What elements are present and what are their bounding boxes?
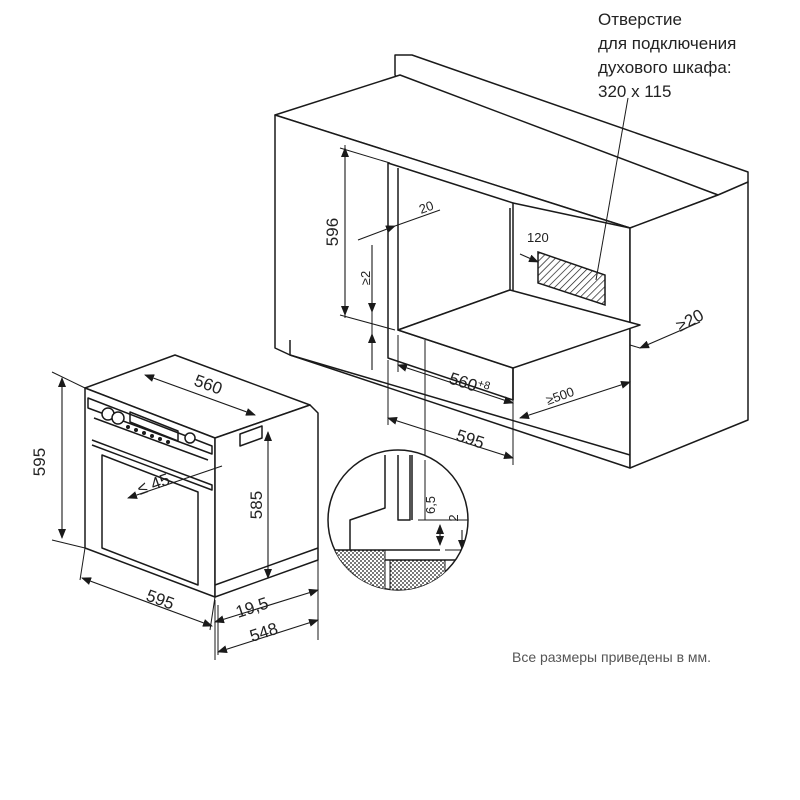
dim-door-thickness: 19,5: [233, 594, 270, 622]
right-knob-icon: [111, 411, 125, 425]
hole-note-line-3: духового шкафа:: [598, 58, 732, 77]
dim-oven-height: 595: [30, 448, 49, 476]
dim-cabinet-width: 595: [454, 426, 487, 453]
display-icon: [129, 411, 179, 442]
connection-hole: [537, 250, 606, 307]
oven-dimensions: [51, 371, 319, 660]
dim-oven-depth: 548: [247, 619, 280, 646]
connection-hole-note: Отверстие для подключения духового шкафа…: [598, 8, 788, 104]
hole-note-line-1: Отверстие: [598, 10, 682, 29]
dim-detail-a: 6,5: [423, 496, 438, 514]
hole-note-line-4: 320 х 115: [598, 82, 672, 101]
units-note: Все размеры приведены в мм.: [512, 649, 712, 665]
cabinet-dimensions: [339, 145, 701, 465]
dim-hole-offset: 120: [527, 230, 549, 245]
dim-gap-top: ≥2: [358, 271, 373, 285]
button-icon: [184, 432, 196, 444]
dim-oven-width: 595: [144, 586, 177, 614]
dim-niche-width-tol: +8: [476, 378, 492, 393]
dim-niche-height: 596: [323, 218, 342, 246]
kitchen-cabinet: [274, 54, 749, 469]
dim-oven-body-height: 585: [247, 491, 266, 519]
dim-vent-depth: 20: [417, 198, 436, 217]
hole-note-line-2: для подключения: [598, 34, 737, 53]
dim-detail-b: 2: [446, 514, 461, 521]
